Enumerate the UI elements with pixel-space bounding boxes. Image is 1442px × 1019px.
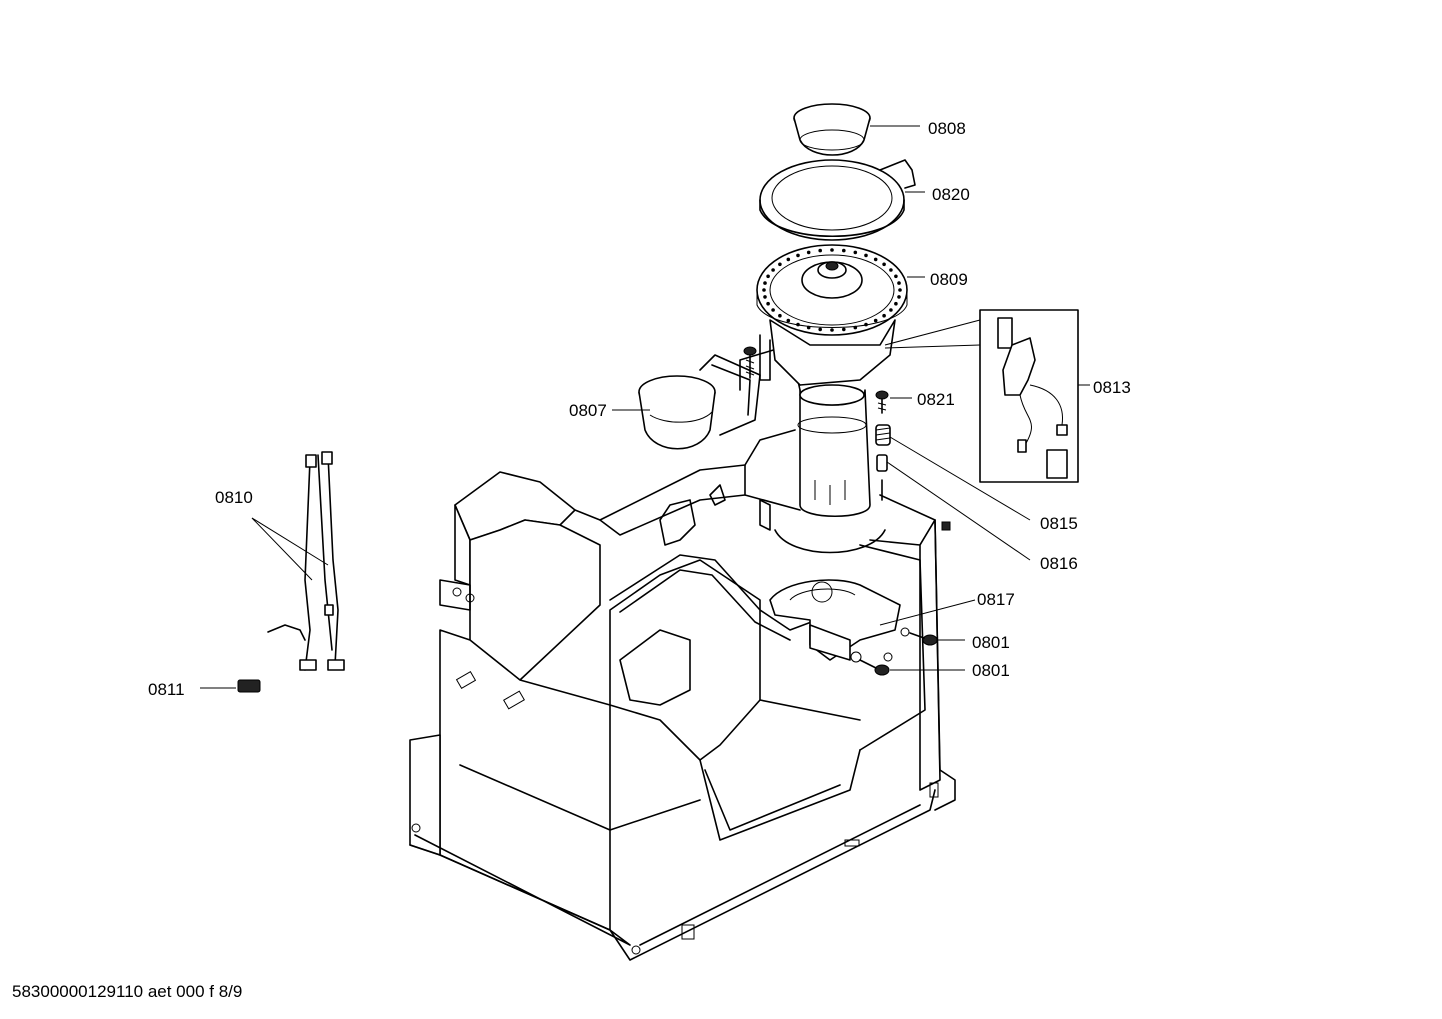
ring-perforation-dot (806, 250, 811, 255)
part-0817-bracket (769, 579, 901, 661)
ring-perforation-dot (818, 327, 822, 332)
ring-perforation-dot (763, 295, 767, 299)
part-0815-spring (875, 424, 891, 446)
ring-perforation-dot (864, 253, 868, 258)
ring-perforation-dot (882, 262, 886, 267)
label-0813: 0813 (1093, 378, 1131, 397)
part-0811-connector (237, 679, 261, 693)
part-0816-pin (876, 454, 888, 501)
ring-perforation-dot (778, 313, 782, 318)
ring-perforation-dot (771, 268, 775, 272)
part-labels: 0808 0820 0809 0813 0807 0821 0810 0815 … (148, 119, 1131, 699)
ring-perforation-dot (830, 328, 834, 332)
ring-perforation-dot (853, 250, 858, 255)
label-0816: 0816 (1040, 554, 1078, 573)
ring-perforation-dot (763, 281, 767, 285)
ring-perforation-dot (778, 262, 782, 267)
label-0820: 0820 (932, 185, 970, 204)
ring-perforation-dot (842, 248, 846, 253)
ring-perforation-dot (766, 301, 770, 306)
part-0821-screw (875, 390, 889, 414)
ring-perforation-dot (830, 248, 834, 252)
part-0813-inset (979, 309, 1079, 483)
label-0801-lower: 0801 (972, 661, 1010, 680)
ring-perforation-dot (771, 308, 775, 312)
screw-bracket (743, 346, 757, 379)
grinder-assembly (739, 319, 896, 554)
label-0801-upper: 0801 (972, 633, 1010, 652)
part-0808-top-ring (793, 103, 871, 156)
ring-perforation-dot (882, 313, 886, 318)
ring-perforation-dot (796, 253, 800, 258)
label-0817: 0817 (977, 590, 1015, 609)
ring-perforation-dot (889, 308, 893, 312)
leader-lines (200, 125, 1090, 689)
ring-perforation-dot (889, 268, 893, 272)
part-0807-bin (638, 354, 761, 450)
ring-perforation-dot (894, 301, 898, 306)
housing-frame (409, 429, 956, 961)
ring-perforation-dot (894, 274, 898, 279)
ring-perforation-dot (873, 318, 878, 323)
label-0810: 0810 (215, 488, 253, 507)
label-0815: 0815 (1040, 514, 1078, 533)
part-0809-grinder-ring (756, 244, 908, 336)
ring-perforation-dot (898, 288, 902, 292)
label-0811: 0811 (148, 680, 185, 699)
label-0809: 0809 (930, 270, 968, 289)
ring-perforation-dot (786, 257, 791, 262)
ring-perforation-dot (873, 257, 878, 262)
part-0801-screw-lower (850, 651, 893, 676)
label-0808: 0808 (928, 119, 966, 138)
ring-perforation-dot (766, 274, 770, 279)
label-0807: 0807 (569, 401, 607, 420)
label-0821: 0821 (917, 390, 955, 409)
part-0810-wires (267, 451, 345, 671)
ring-perforation-dot (818, 248, 822, 253)
part-0820-ring (759, 159, 916, 241)
ring-perforation-dot (897, 281, 901, 285)
ring-perforation-dot (842, 327, 846, 332)
ring-perforation-dot (806, 325, 811, 330)
ring-perforation-dot (853, 325, 858, 330)
ring-perforation-dot (796, 322, 800, 327)
ring-perforation-dot (786, 318, 791, 323)
drawing-code: 58300000129110 aet 000 f 8/9 (12, 982, 243, 1001)
ring-perforation-dot (864, 322, 868, 327)
ring-perforation-dot (762, 288, 766, 292)
ring-perforation-dot (897, 295, 901, 299)
